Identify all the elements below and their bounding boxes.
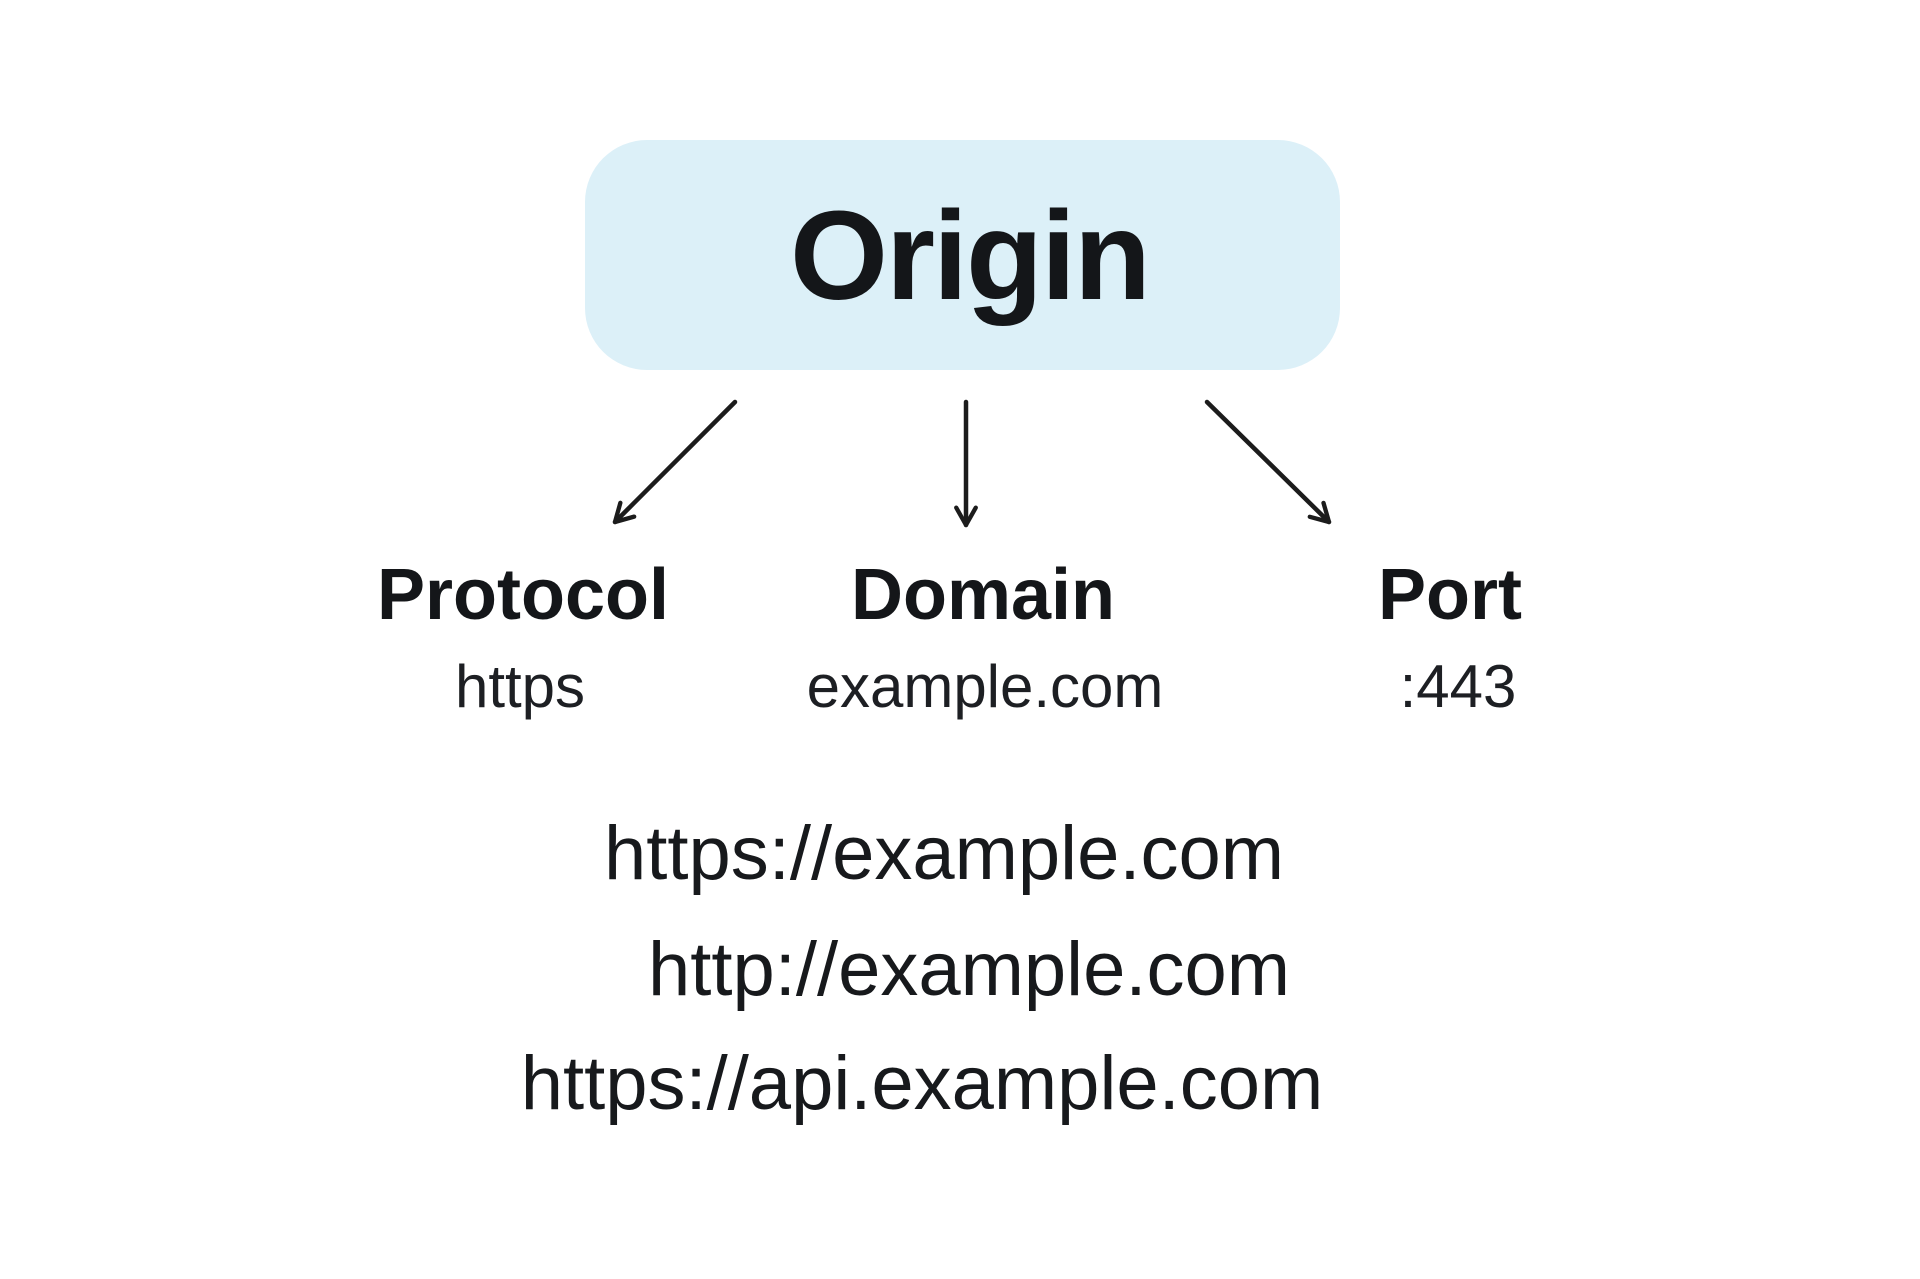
origin-title: Origin — [790, 184, 1151, 326]
example-url: http://example.com — [647, 927, 1291, 1012]
port-value: :443 — [1399, 653, 1517, 720]
domain-value: example.com — [806, 653, 1164, 720]
protocol-value: https — [454, 653, 586, 720]
example-url: https://example.com — [603, 811, 1285, 896]
port-label: Port — [1378, 555, 1522, 635]
arrow-to-protocol — [612, 399, 738, 525]
domain-label: Domain — [850, 555, 1116, 635]
arrow-to-port — [1204, 399, 1332, 525]
example-url: https://api.example.com — [520, 1041, 1324, 1126]
protocol-label: Protocol — [376, 555, 670, 635]
origin-box: Origin — [585, 140, 1340, 370]
